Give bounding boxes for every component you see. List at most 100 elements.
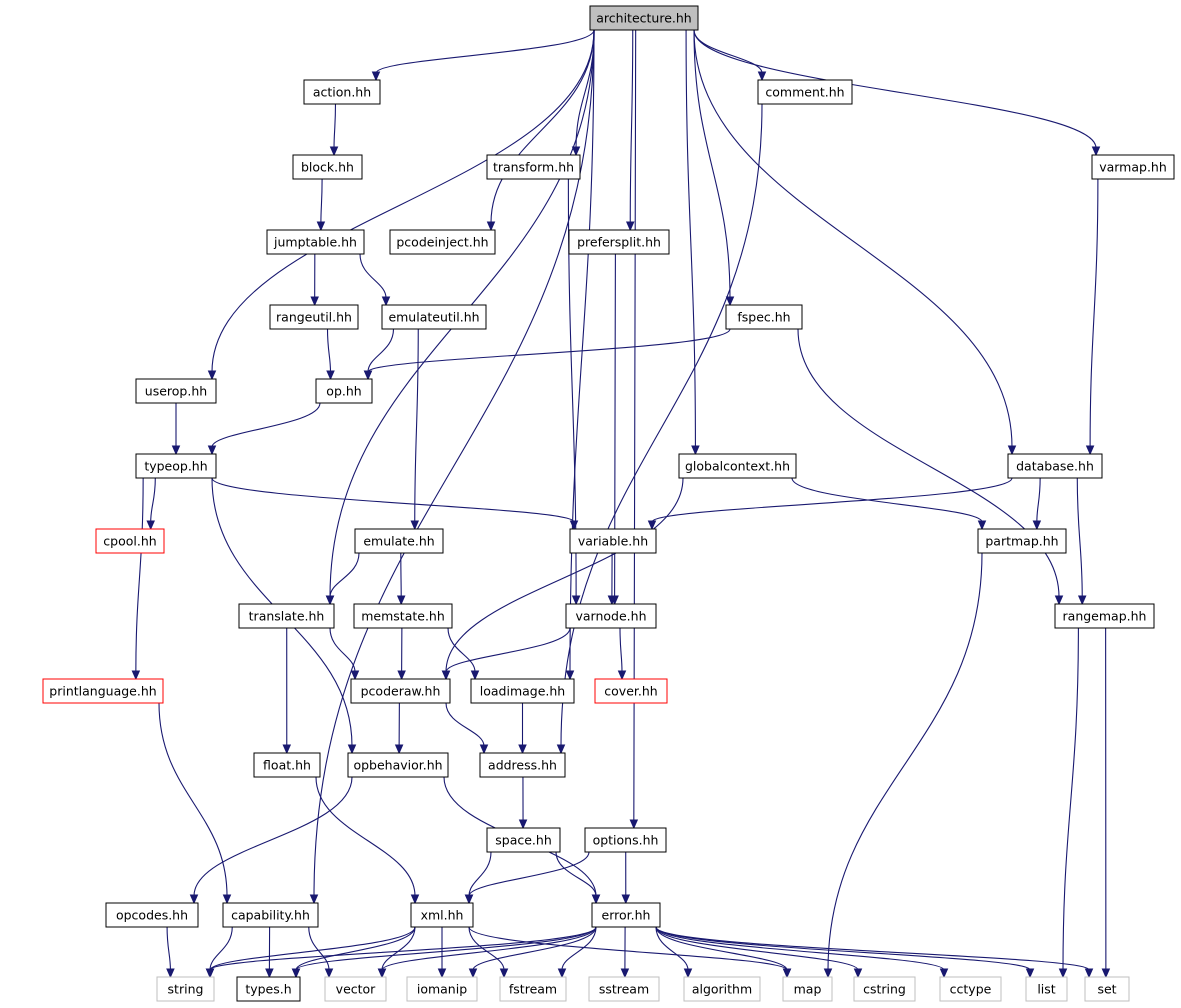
node-memstate[interactable]: memstate.hh — [353, 603, 453, 629]
node-fspec[interactable]: fspec.hh — [725, 304, 803, 330]
edge-error-to-string — [209, 926, 597, 971]
node-xml[interactable]: xml.hh — [410, 902, 474, 928]
edge-architecture-to-comment — [693, 29, 763, 74]
node-transform[interactable]: transform.hh — [486, 154, 581, 180]
node-options[interactable]: options.hh — [584, 827, 667, 853]
node-varmap[interactable]: varmap.hh — [1091, 154, 1175, 180]
node-box-vector — [324, 976, 387, 1002]
arrowhead-opbehavior-to-opcodes — [189, 894, 199, 905]
node-opcodes[interactable]: opcodes.hh — [105, 902, 199, 928]
node-box-transform — [486, 154, 581, 180]
node-architecture[interactable]: architecture.hh — [589, 5, 699, 31]
node-label-database: database.hh — [1016, 459, 1094, 474]
edge-printlanguage-to-capability — [158, 702, 228, 897]
edge-op-to-typeop — [211, 402, 321, 448]
node-block[interactable]: block.hh — [292, 154, 363, 180]
node-partmap[interactable]: partmap.hh — [977, 528, 1067, 554]
node-database[interactable]: database.hh — [1007, 453, 1103, 479]
node-label-globalcontext: globalcontext.hh — [685, 459, 790, 474]
node-label-varnode: varnode.hh — [576, 609, 647, 624]
node-comment[interactable]: comment.hh — [757, 79, 853, 105]
node-rangeutil[interactable]: rangeutil.hh — [269, 304, 359, 330]
arrowhead-architecture-to-fspec — [725, 296, 735, 307]
arrowhead-action-to-block — [329, 146, 339, 157]
node-op[interactable]: op.hh — [315, 378, 373, 404]
node-translate[interactable]: translate.hh — [238, 603, 335, 629]
node-label-list: list — [1037, 982, 1055, 997]
nodes-layer: architecture.hh action.hh comment.hh block.… — [42, 5, 1175, 1002]
edge-error-to-set — [655, 926, 1090, 971]
node-label-address: address.hh — [488, 758, 557, 773]
node-label-xml: xml.hh — [421, 908, 464, 923]
edge-capability-to-vector — [308, 926, 330, 971]
node-label-set: set — [1097, 982, 1116, 997]
node-box-cstring — [853, 976, 916, 1002]
arrowhead-typeop-to-printlanguage — [131, 670, 141, 681]
arrowhead-address-to-space — [518, 819, 528, 830]
node-label-architecture: architecture.hh — [596, 11, 691, 26]
node-pcodeinject[interactable]: pcodeinject.hh — [389, 229, 496, 255]
node-box-partmap — [977, 528, 1067, 554]
node-types[interactable]: types.h — [236, 976, 301, 1002]
arrowhead-varnode-to-pcoderaw — [441, 670, 451, 681]
arrowhead-error-to-algorithm — [683, 968, 693, 979]
arrowhead-architecture-to-capability — [309, 894, 319, 905]
arrowhead-typeop-to-cpool — [146, 520, 155, 531]
arrowhead-architecture-to-options — [629, 819, 639, 830]
node-rangemap[interactable]: rangemap.hh — [1054, 603, 1155, 629]
edge-error-to-cctype — [655, 926, 945, 971]
arrowhead-architecture-to-globalcontext — [691, 445, 700, 456]
node-variable[interactable]: variable.hh — [569, 528, 657, 554]
node-box-prefersplit — [568, 229, 670, 255]
edge-error-to-types — [295, 926, 597, 971]
node-prefersplit[interactable]: prefersplit.hh — [568, 229, 670, 255]
node-action[interactable]: action.hh — [303, 79, 381, 105]
node-printlanguage[interactable]: printlanguage.hh — [42, 678, 164, 704]
node-float[interactable]: float.hh — [253, 752, 321, 778]
arrowhead-xml-to-iomanip — [437, 968, 447, 979]
node-box-fstream — [499, 976, 567, 1002]
edge-varnode-to-cover — [619, 627, 623, 673]
arrowhead-error-to-types — [291, 968, 301, 979]
node-error[interactable]: error.hh — [591, 902, 661, 928]
node-jumptable[interactable]: jumptable.hh — [266, 229, 365, 255]
arrowhead-error-to-map — [782, 968, 792, 979]
node-varnode[interactable]: varnode.hh — [565, 603, 657, 629]
arrowhead-op-to-typeop — [207, 445, 217, 456]
node-box-comment — [757, 79, 853, 105]
node-opbehavior[interactable]: opbehavior.hh — [347, 752, 449, 778]
node-capability[interactable]: capability.hh — [222, 902, 319, 928]
arrowhead-capability-to-vector — [324, 968, 334, 979]
node-space[interactable]: space.hh — [486, 827, 561, 853]
node-vector: vector — [324, 976, 387, 1002]
node-label-cover: cover.hh — [604, 684, 657, 699]
edge-typeop-to-variable — [211, 477, 575, 523]
node-pcoderaw[interactable]: pcoderaw.hh — [350, 678, 451, 704]
node-cover[interactable]: cover.hh — [594, 678, 668, 704]
node-cctype: cctype — [939, 976, 1002, 1002]
node-emulateutil[interactable]: emulateutil.hh — [381, 304, 487, 330]
node-label-cstring: cstring — [863, 982, 906, 997]
node-box-rangeutil — [269, 304, 359, 330]
edge-emulate-to-translate — [329, 552, 360, 598]
arrowhead-memstate-to-loadimage — [470, 670, 480, 681]
edge-architecture-to-database — [693, 29, 1013, 448]
node-box-float — [253, 752, 321, 778]
node-cpool[interactable]: cpool.hh — [95, 528, 165, 554]
node-list: list — [1025, 976, 1068, 1002]
edge-opbehavior-to-opcodes — [193, 776, 353, 897]
node-loadimage[interactable]: loadimage.hh — [470, 678, 575, 704]
node-typeop[interactable]: typeop.hh — [135, 453, 217, 479]
node-sstream: sstream — [588, 976, 660, 1002]
edge-emulateutil-to-emulate — [414, 328, 419, 523]
node-address[interactable]: address.hh — [479, 752, 566, 778]
node-userop[interactable]: userop.hh — [135, 378, 217, 404]
node-globalcontext[interactable]: globalcontext.hh — [678, 453, 797, 479]
arrowhead-architecture-to-varmap — [1091, 146, 1101, 157]
node-label-variable: variable.hh — [578, 534, 648, 549]
node-box-pcoderaw — [350, 678, 451, 704]
edge-architecture-to-action — [375, 29, 595, 74]
node-label-emulate: emulate.hh — [363, 534, 434, 549]
node-emulate[interactable]: emulate.hh — [354, 528, 444, 554]
node-box-set — [1084, 976, 1130, 1002]
